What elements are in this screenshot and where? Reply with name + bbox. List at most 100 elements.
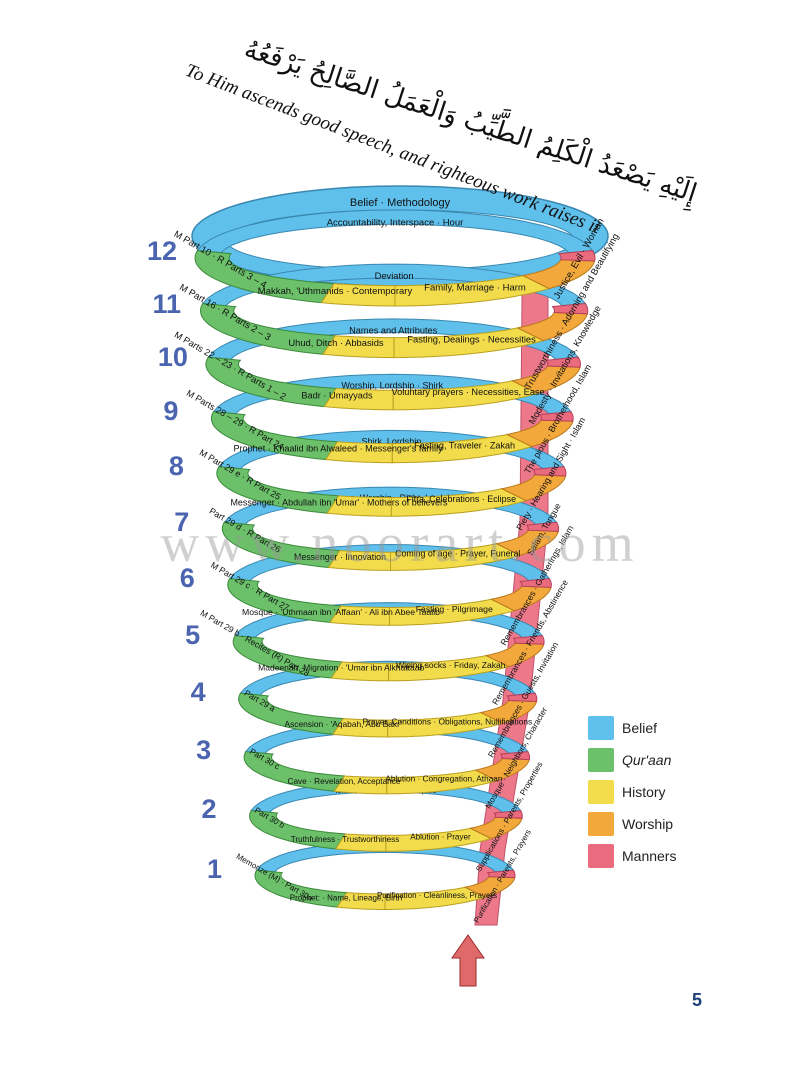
ring-worship (463, 876, 516, 898)
legend: Belief Qur'aan History Worship Manners (588, 712, 728, 872)
ring-quraan (205, 356, 338, 408)
ring-history-label: Mosque · 'Uthmaan ibn 'Affaan' · Ali ibn… (242, 607, 440, 617)
ring-history-front (386, 769, 499, 795)
ring-history (336, 892, 386, 910)
ring-history-front (394, 275, 551, 307)
ring-history (331, 718, 389, 738)
legend-item-quraan: Qur'aan (588, 744, 728, 776)
ring-worship-label: Voluntary prayers · Necessities, Ease (391, 387, 544, 397)
ring-worship-label: Wiping socks · Friday, Zakah (396, 660, 506, 670)
ring-worship-label: Ablution · Prayer (410, 832, 471, 841)
ring-history (330, 661, 390, 682)
ring-worship-label: Coming of age · Prayer, Funeral (395, 549, 520, 559)
ring-manners (544, 356, 582, 368)
ring-history (324, 441, 393, 464)
ring-worship (484, 642, 545, 668)
ring-worship (521, 259, 596, 290)
ring-history-label: Messenger · Innovation (294, 552, 386, 562)
level-number-11: 11 (152, 288, 181, 319)
ring-worship (505, 419, 574, 448)
level-number-1: 1 (207, 853, 223, 884)
upward-arrow (451, 934, 485, 987)
ring-history-label: Uhud, Ditch · Abbasids (288, 338, 384, 348)
ring-worship-label: Ablution · Congregation, Athaan (385, 774, 503, 783)
level-number-5: 5 (185, 619, 201, 650)
ring-manners (493, 809, 523, 819)
ring-worship (495, 529, 559, 556)
ring-manners (499, 751, 530, 761)
legend-swatch-worship (588, 812, 614, 836)
legend-label-manners: Manners (622, 848, 677, 864)
ring-history-label: Cave · Revelation, Acceptance (287, 777, 400, 786)
ring-worship (468, 816, 523, 840)
ring-history-label: Badr · Umayyads (301, 390, 373, 400)
ring-quraan (210, 411, 339, 461)
ring-quraan (227, 578, 342, 623)
ring-quraan (243, 751, 346, 792)
level-number-3: 3 (196, 735, 212, 766)
ring-belief-label: Deviation (375, 271, 414, 281)
ring-history-label: Makkah, 'Uthmanids · Contemporary (258, 286, 413, 297)
ring-quraan (194, 249, 335, 304)
ring-worship (489, 585, 552, 612)
ring-history (323, 387, 394, 411)
top-ring-label: Belief · Methodology (350, 197, 451, 209)
legend-item-worship: Worship (588, 808, 728, 840)
ring-history (333, 775, 388, 795)
level-number-6: 6 (179, 562, 195, 593)
ring-manners (525, 521, 560, 532)
ring-worship (516, 311, 588, 342)
ring-history-front (387, 711, 504, 738)
ring-history-front (392, 380, 539, 411)
ring-history-label: Truthfulness · Trustworthiness (291, 835, 400, 844)
ring-history-front (391, 433, 534, 464)
ring-belief-label: Worship, Lordship · Shirk (341, 381, 443, 391)
ring-quraan (249, 809, 347, 850)
ring-worship-label: Fasting, Traveler · Zakah (414, 440, 515, 450)
legend-label-history: History (622, 784, 666, 800)
legend-label-quraan: Qur'aan (622, 752, 672, 768)
ring-worship-label: Purification · Cleanliness, Prayers (377, 891, 497, 900)
ring-quraan (221, 521, 341, 569)
legend-label-worship: Worship (622, 816, 674, 832)
ring-manners (505, 692, 538, 703)
ring-manners (551, 302, 589, 315)
page-number: 5 (692, 990, 703, 1010)
ring-worship (500, 474, 567, 502)
ring-history (320, 283, 396, 307)
ring-belief-label: Shirk, Lordship (362, 436, 422, 446)
level-number-4: 4 (190, 677, 206, 708)
ring-worship (474, 757, 530, 782)
ring-history-front (388, 655, 510, 682)
ring-manners (531, 466, 567, 477)
ring-worship-label: Prayer, Conditions · Obligations, Nullif… (362, 716, 532, 726)
ring-history-front (393, 327, 545, 359)
ring-history-front (384, 886, 487, 910)
legend-swatch-belief (588, 716, 614, 740)
ring-history-front (390, 488, 528, 517)
ring-worship-label: Fasting, Dealings · Necessities (407, 335, 536, 345)
ring-quraan (232, 635, 343, 679)
ring-manners (518, 578, 552, 588)
ring-worship-label: Fasting · Pilgrimage (416, 604, 493, 614)
ring-history-label: Prophet: · Name, Lineage, Birth (290, 893, 403, 902)
legend-swatch-history (588, 780, 614, 804)
ring-worship-label: Family, Marriage · Harm (424, 283, 526, 294)
ring-history-front (389, 598, 516, 626)
ring-manners (486, 869, 516, 879)
ring-manners (557, 249, 596, 262)
ring-history-label: Ascension · 'Aqabah, Abu Bakr' (284, 719, 401, 729)
ring-history (327, 549, 391, 571)
level-number-10: 10 (157, 342, 188, 373)
ring-belief-label: Accountability, Interspace · Hour (327, 217, 464, 228)
ring-quraan (216, 466, 340, 514)
ring-worship-label: Fitra, Celebrations · Eclipse (406, 494, 516, 504)
ring-history (329, 605, 390, 626)
ring-worship (510, 365, 581, 394)
ring-worship (479, 699, 538, 724)
ring-quraan (199, 302, 336, 355)
ring-belief-label: Names and Attributes (349, 326, 438, 336)
legend-swatch-quraan (588, 748, 614, 772)
